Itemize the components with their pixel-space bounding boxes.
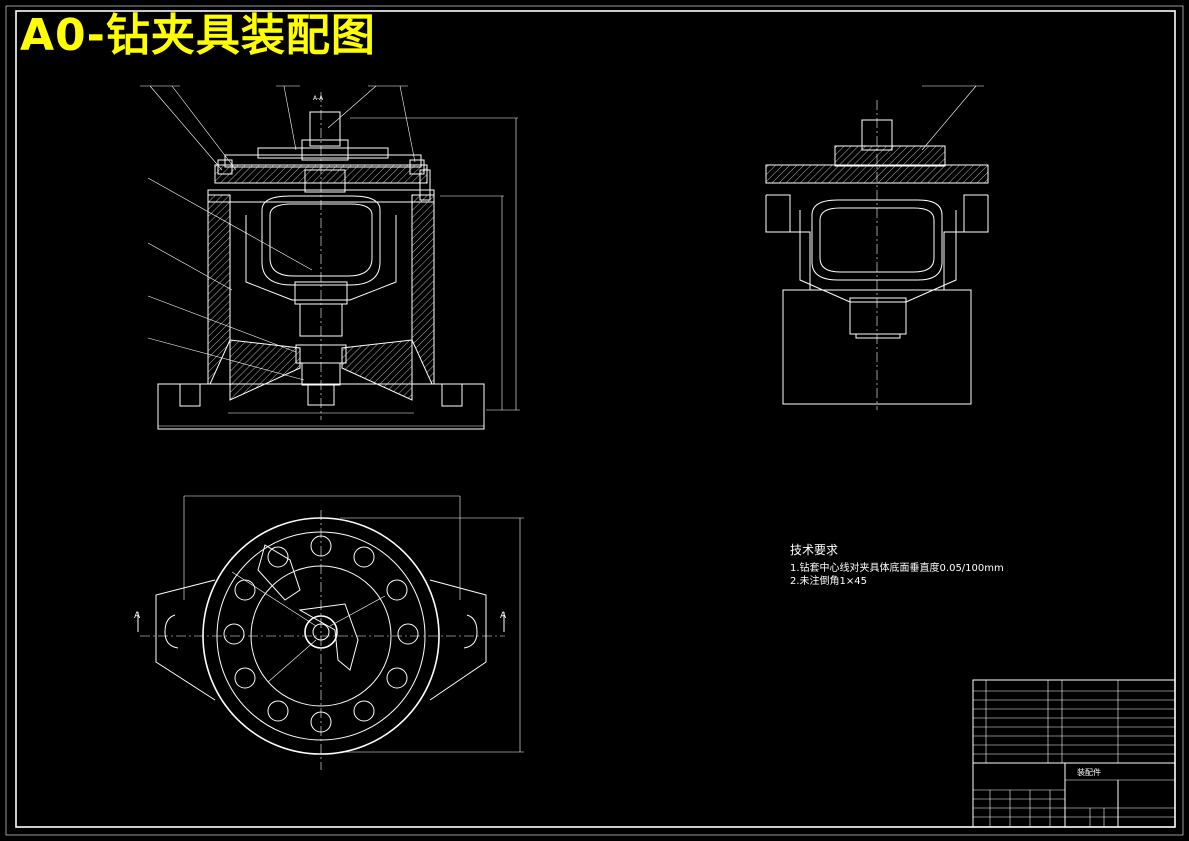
assembly-label: 装配件	[1077, 767, 1101, 777]
bolt-holes	[223, 535, 419, 733]
title-block: 装配件	[972, 679, 1176, 828]
section-label-top: A-A	[313, 95, 324, 102]
side-view	[765, 85, 989, 410]
technical-requirements: 技术要求 1.钻套中心线对夹具体底面垂直度0.05/100mm 2.未注倒角1×…	[790, 543, 1004, 587]
section-label-right: A	[500, 611, 507, 621]
top-view: A A A-A	[134, 95, 524, 770]
tech-req-item-1: 1.钻套中心线对夹具体底面垂直度0.05/100mm	[790, 561, 1004, 574]
section-label-left: A	[134, 611, 141, 621]
front-section-view	[140, 85, 520, 430]
tech-req-item-2: 2.未注倒角1×45	[790, 574, 867, 587]
tech-req-heading: 技术要求	[790, 543, 838, 557]
drawing-title: A0-钻夹具装配图	[20, 10, 376, 61]
outer-border	[5, 5, 1184, 836]
inner-border	[15, 10, 1176, 828]
